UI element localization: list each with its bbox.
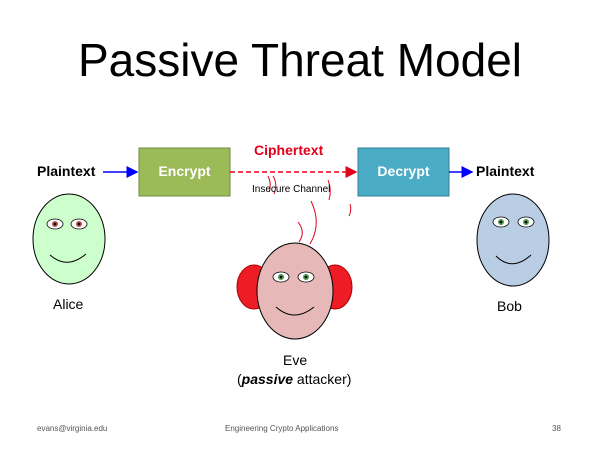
plaintext-left-label: Plaintext — [37, 163, 96, 179]
eve-role-passive: passive — [241, 371, 294, 387]
encrypt-box — [138, 147, 231, 197]
decrypt-label: Decrypt — [377, 163, 430, 179]
slide-title: Passive Threat Model — [77, 34, 523, 86]
insecure-channel-label: Insecure Channel — [252, 184, 331, 195]
eve-role-rest: attacker) — [293, 371, 352, 387]
eve-role-open: ( — [237, 371, 242, 387]
footer-course: Engineering Crypto Applications — [225, 424, 339, 433]
plaintext-right-label: Plaintext — [476, 163, 535, 179]
bob-face — [476, 193, 550, 287]
footer-page-number: 38 — [552, 424, 561, 433]
eve-role-label: (passive attacker) — [237, 371, 351, 387]
encrypt-label: Encrypt — [158, 163, 211, 179]
eve-label: Eve — [283, 352, 308, 368]
alice-label: Alice — [53, 296, 84, 312]
footer-email: evans@virginia.edu — [37, 424, 108, 433]
alice-face — [32, 193, 106, 285]
eavesdrop-waves — [267, 175, 352, 245]
ciphertext-label: Ciphertext — [254, 142, 324, 158]
eve-face — [236, 242, 353, 340]
bob-label: Bob — [497, 298, 522, 314]
